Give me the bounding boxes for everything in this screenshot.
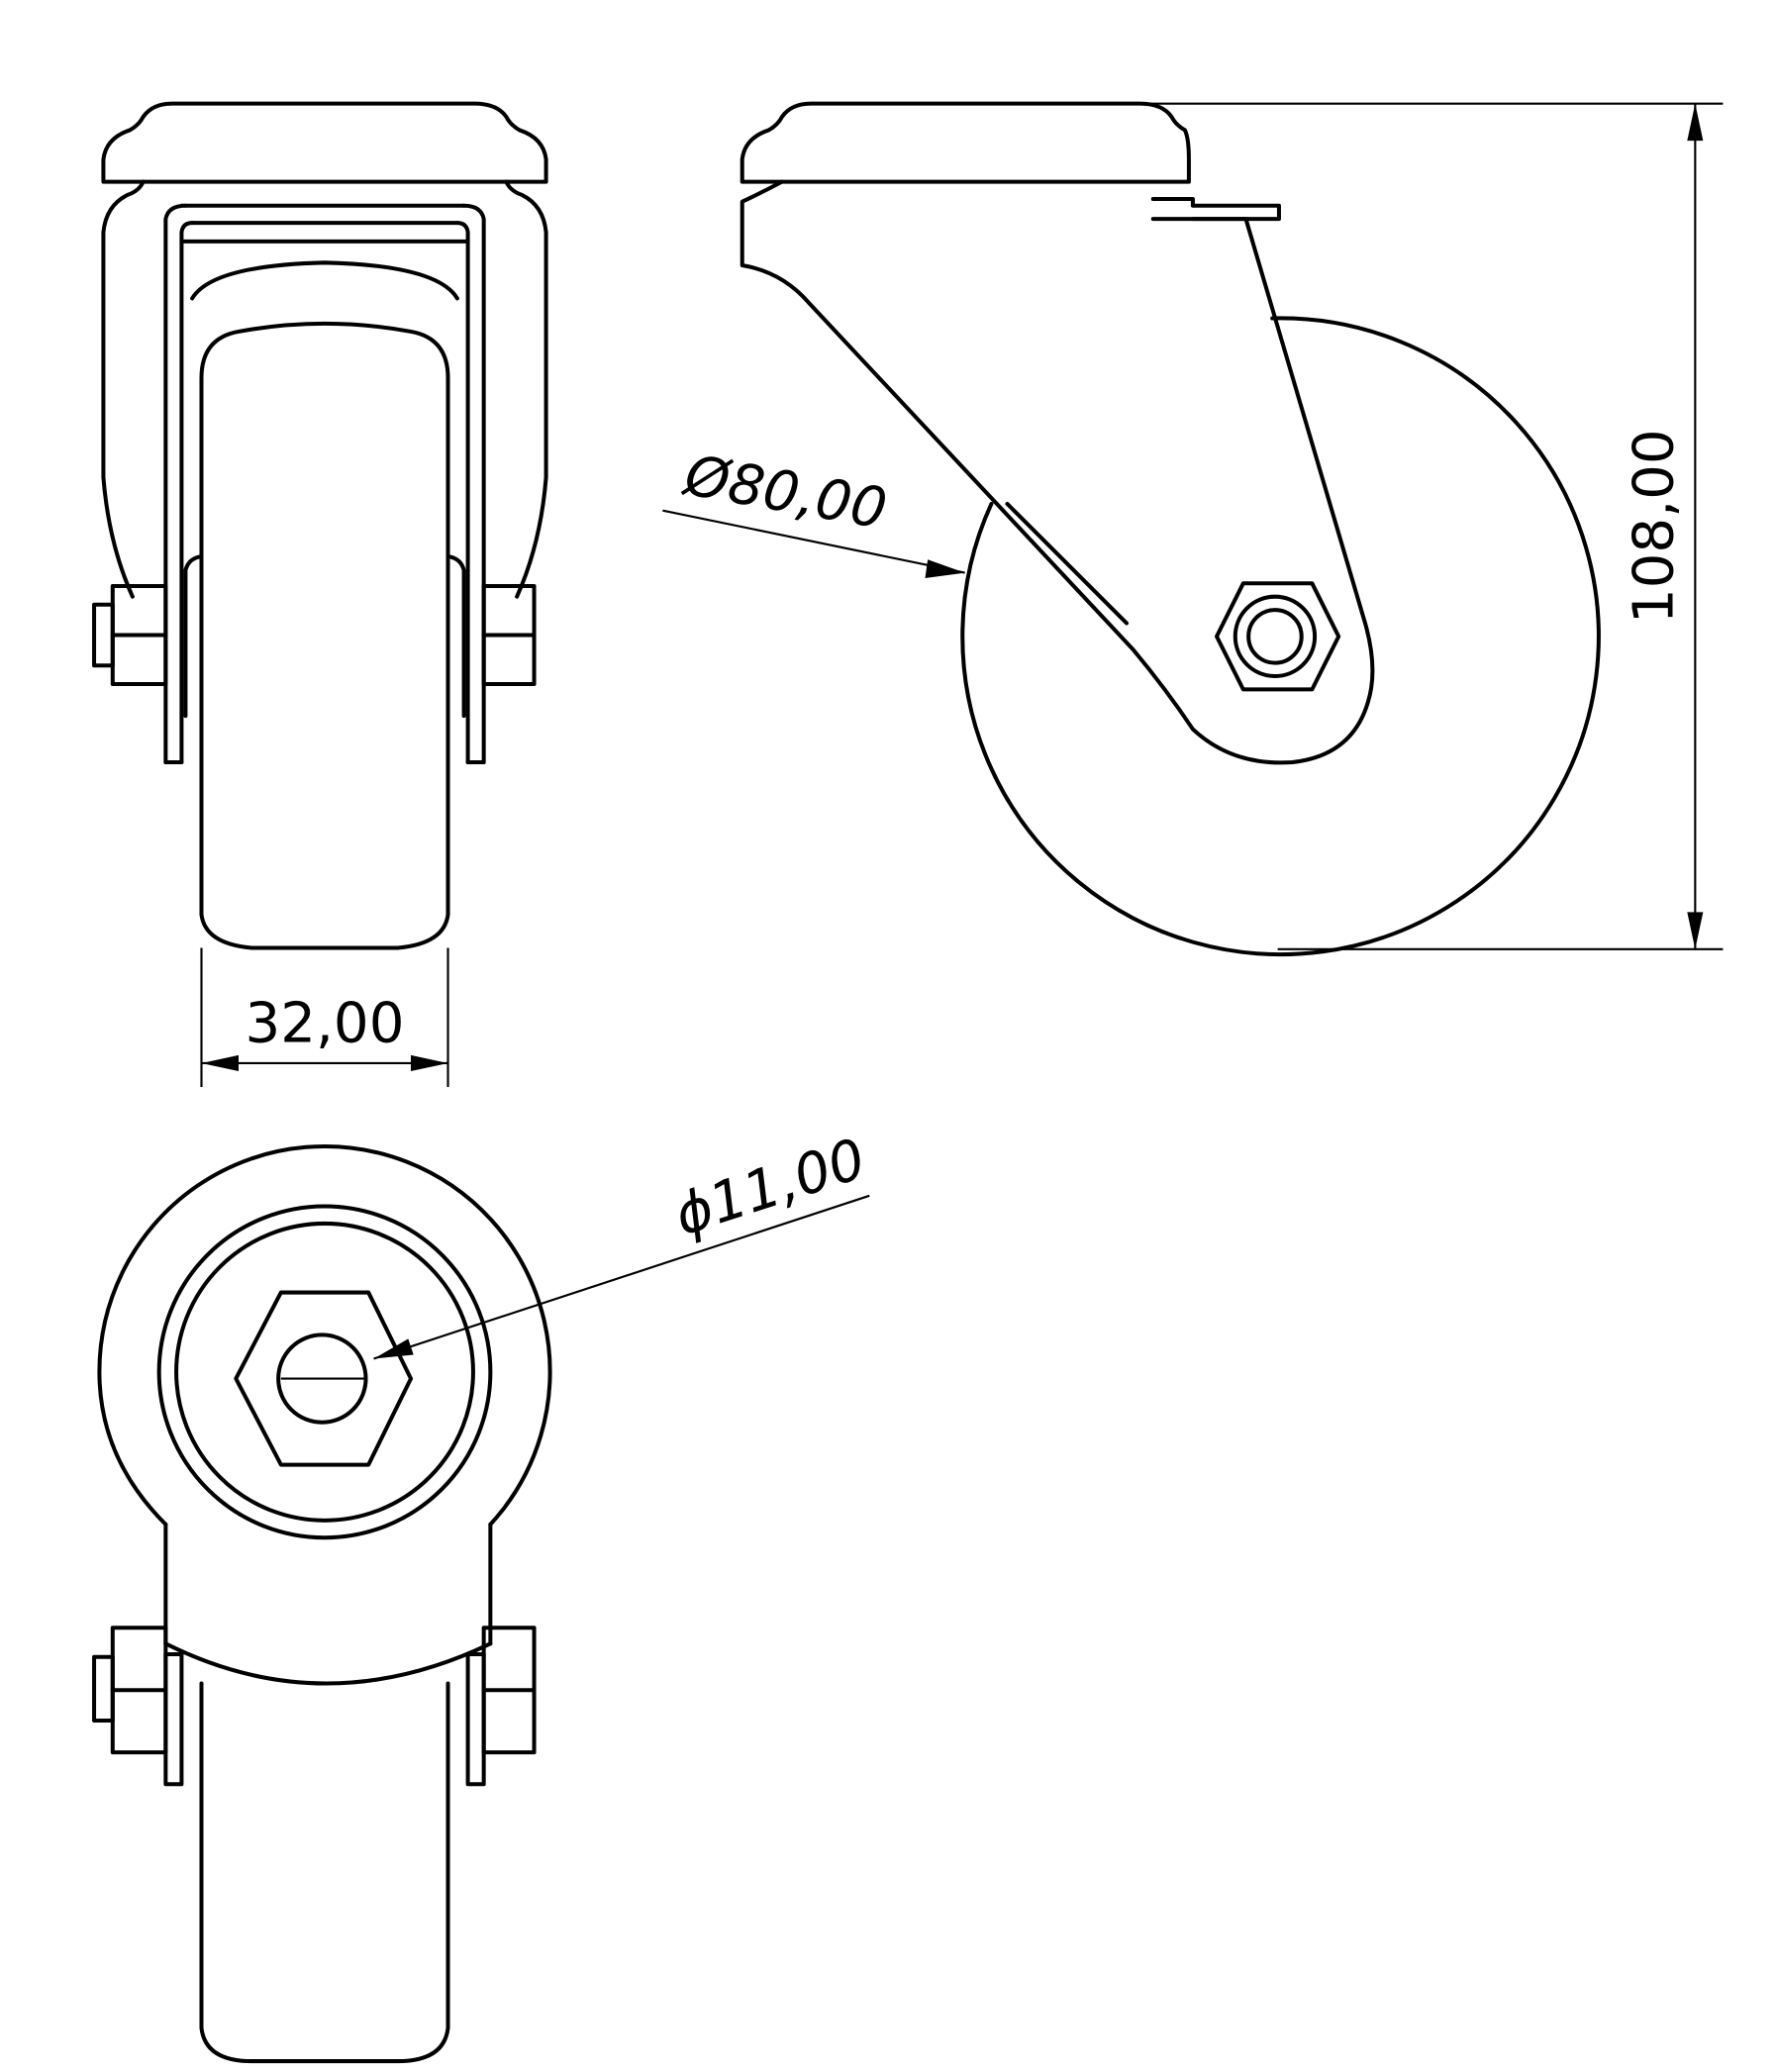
top-wheel bbox=[199, 1681, 450, 2064]
arrow-left-icon bbox=[201, 1054, 239, 1071]
dim-leader-bolt bbox=[373, 1194, 870, 1360]
fork-right-leg bbox=[454, 203, 486, 765]
swivel-housing bbox=[101, 179, 548, 599]
fork-left-leg bbox=[163, 203, 195, 765]
arrow-bolt-icon bbox=[373, 1338, 414, 1359]
side-washer bbox=[1233, 594, 1318, 679]
bolt-end-left bbox=[92, 602, 115, 668]
top-hex-nut bbox=[234, 1290, 414, 1467]
arrow-top-icon bbox=[1687, 103, 1704, 142]
top-ring-inner bbox=[174, 1221, 475, 1523]
top-fork-leg-left bbox=[163, 1652, 184, 1787]
dim-diameter-label: Ø80,00 bbox=[678, 444, 891, 543]
side-fork bbox=[740, 179, 1375, 765]
dim-height-label: 108,00 bbox=[1623, 429, 1687, 624]
side-view: Ø80,00 108,00 bbox=[662, 101, 1724, 957]
side-brake-tab bbox=[1150, 197, 1281, 222]
dim-leader-diameter bbox=[662, 509, 965, 574]
dim-width-label: 32,00 bbox=[246, 992, 405, 1056]
side-wheel-arc bbox=[960, 316, 1601, 957]
arrow-right-icon bbox=[411, 1054, 448, 1071]
top-view: ϕ11,00 bbox=[92, 1127, 873, 2064]
side-bolt bbox=[1246, 608, 1304, 665]
arrow-diameter-icon bbox=[925, 559, 965, 578]
dim-bolt-label: ϕ11,00 bbox=[667, 1127, 873, 1248]
side-top-plate bbox=[740, 101, 1191, 184]
wheel-front bbox=[199, 321, 450, 950]
hub-right bbox=[448, 554, 466, 719]
side-fork-inner bbox=[1005, 501, 1129, 626]
top-fork-arc bbox=[163, 1641, 493, 1686]
top-housing bbox=[97, 1144, 552, 1527]
side-hex-nut bbox=[1215, 581, 1341, 692]
top-ring-outer bbox=[156, 1204, 493, 1540]
top-plate bbox=[101, 101, 548, 184]
hub-left bbox=[183, 554, 201, 719]
top-bolt-hole bbox=[276, 1332, 368, 1425]
top-fork-sides bbox=[163, 1522, 493, 1646]
front-view: 32,00 bbox=[92, 101, 548, 1088]
top-bolt-end-left bbox=[92, 1654, 115, 1724]
arrow-bottom-icon bbox=[1687, 912, 1704, 949]
wheel-arc bbox=[190, 260, 459, 301]
top-fork-leg-right bbox=[465, 1652, 486, 1787]
